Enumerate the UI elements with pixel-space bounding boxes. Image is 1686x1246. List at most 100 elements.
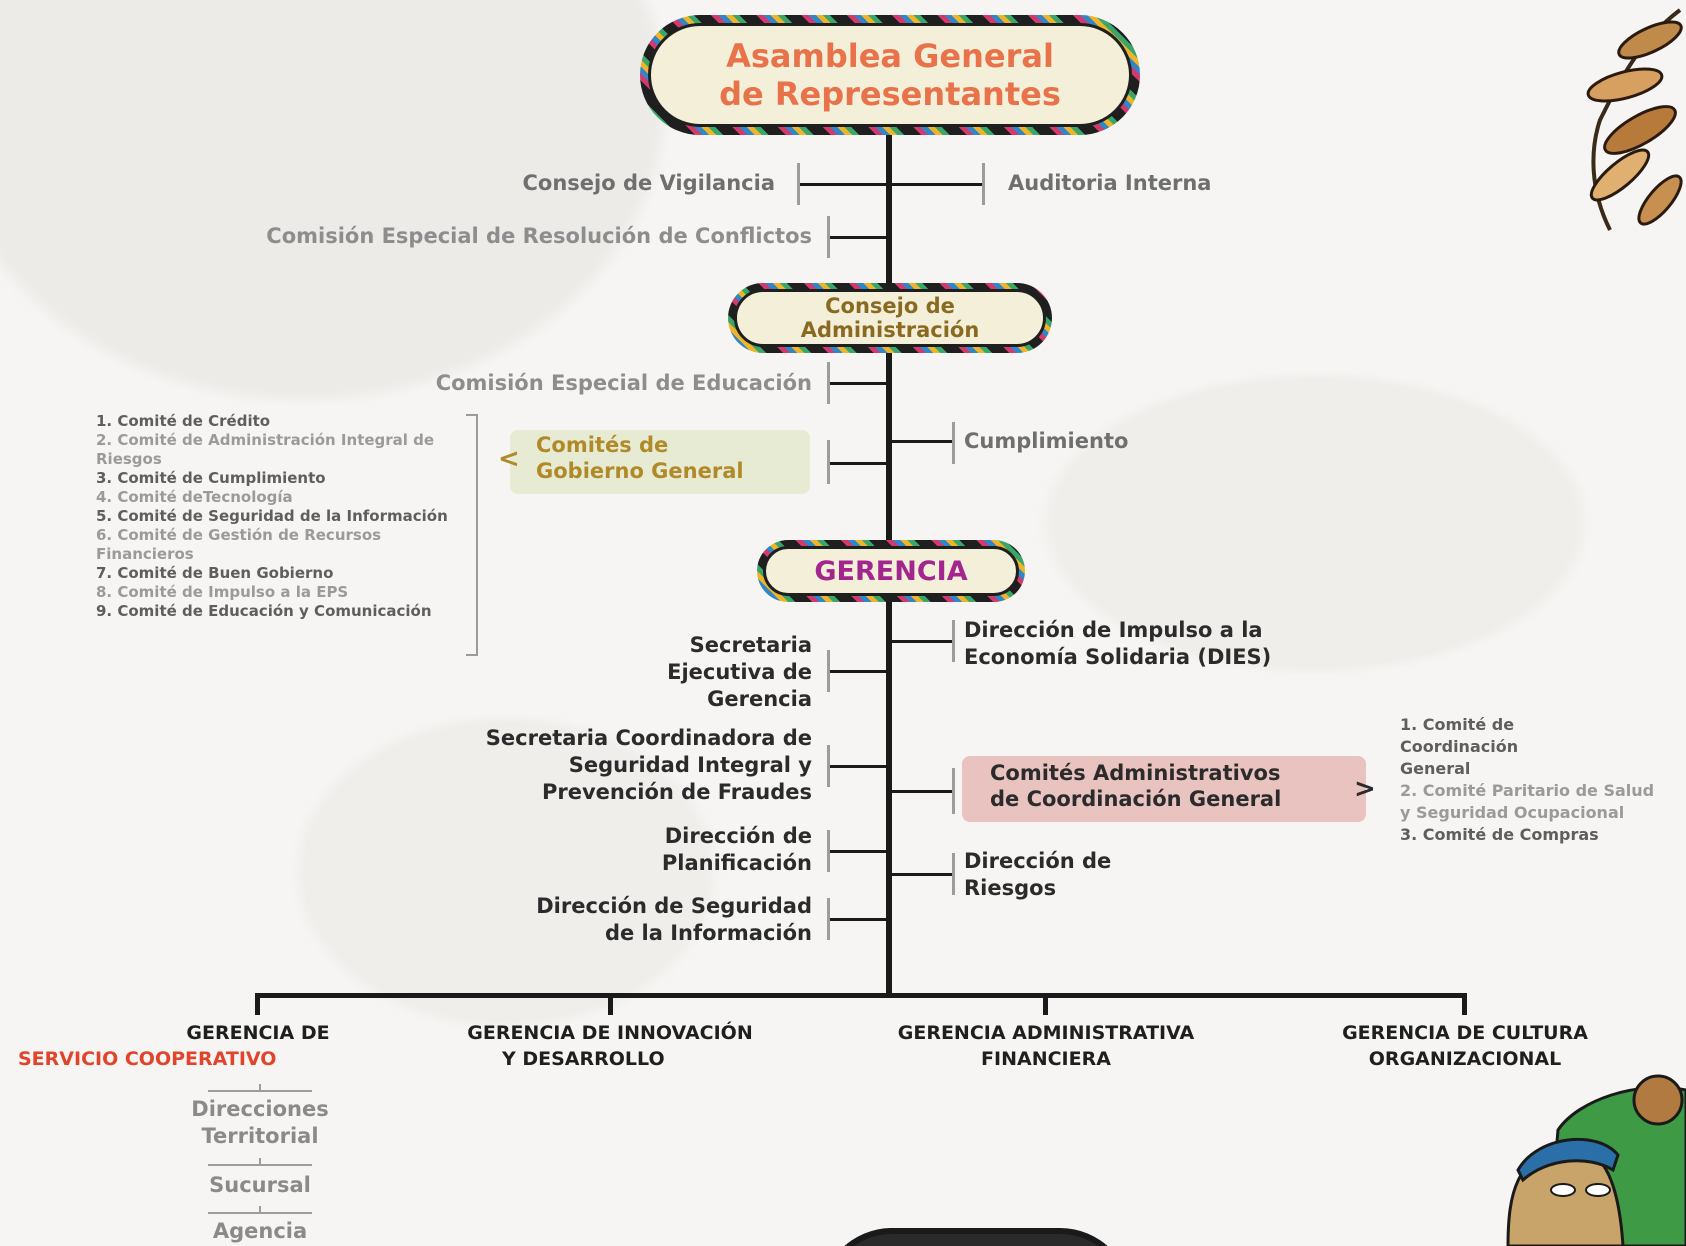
branch-seguridad-info — [830, 918, 886, 921]
seguridad-info-line1: Dirección de Seguridad — [536, 894, 812, 918]
dies-line2: Economía Solidaria (DIES) — [964, 645, 1272, 669]
asamblea-line2: de Representantes — [719, 75, 1061, 113]
sub-divider-1-tick — [259, 1084, 261, 1092]
secretaria-ejecutiva-line1: Secretaria — [689, 633, 812, 657]
gobierno-item-5: 5. Comité de Seguridad de la Información — [96, 507, 448, 525]
gobierno-list-bracket — [466, 414, 478, 656]
bottom-arc-decoration — [820, 1228, 1132, 1246]
tick-educacion — [827, 362, 830, 404]
branch-educacion — [830, 382, 886, 385]
direccion-dies-label: Dirección de Impulso a la Economía Solid… — [964, 617, 1271, 671]
comites-admin-chevron-icon: > — [1354, 774, 1376, 804]
asamblea-line1: Asamblea General — [726, 37, 1054, 75]
drop-administrativa — [1043, 993, 1048, 1015]
sub-territorial-label: Territorial — [201, 1124, 319, 1148]
tick-seguridad-info — [827, 898, 830, 940]
cumplimiento-label: Cumplimiento — [964, 429, 1129, 453]
gerencia-administrativa-line1: GERENCIA ADMINISTRATIVA — [897, 1022, 1195, 1044]
gobierno-item-4: 4. Comité deTecnología — [96, 488, 293, 506]
comites-admin-line1: Comités Administrativos — [990, 761, 1281, 785]
gobierno-list: 1. Comité de Crédito 2. Comité de Admini… — [96, 412, 456, 621]
comision-conflictos-label: Comisión Especial de Resolución de Confl… — [266, 224, 812, 248]
people-illustration — [1506, 1074, 1686, 1246]
tick-auditoria — [982, 163, 985, 205]
gerencia-servicio-cooperativo: GERENCIA DE SERVICIO COOPERATIVO — [8, 1020, 508, 1072]
gobierno-item-2: 2. Comité de Administración Integral de … — [96, 431, 435, 468]
drop-innovacion — [608, 993, 613, 1015]
admin-list: 1. Comité de Coordinación General 2. Com… — [1400, 714, 1680, 846]
comites-gobierno-box: Comités de Gobierno General — [510, 430, 810, 494]
branch-cumplimiento — [892, 440, 952, 443]
branch-auditoria — [892, 183, 982, 186]
tick-vigilancia — [797, 163, 800, 205]
drop-servicio — [255, 993, 260, 1015]
direccion-seguridad-info-label: Dirección de Seguridad de la Información — [440, 893, 812, 947]
gerencia-cultura-line2: ORGANIZACIONAL — [1368, 1048, 1562, 1070]
tick-planificacion — [827, 830, 830, 872]
tick-secretaria-coordinadora — [827, 745, 830, 787]
gerencia-administrativa-line2: FINANCIERA — [981, 1048, 1111, 1070]
secretaria-coordinadora-line3: Prevención de Fraudes — [541, 780, 812, 804]
branch-riesgos — [892, 873, 952, 876]
drop-cultura — [1462, 993, 1467, 1015]
planificacion-line2: Planificación — [661, 851, 812, 875]
consejo-administracion-node: Consejo de Administración — [728, 283, 1052, 353]
branch-comites-admin — [892, 790, 952, 793]
tick-comites-admin — [952, 768, 955, 814]
direccion-riesgos-label: Dirección de Riesgos — [964, 848, 1111, 902]
comites-admin-line2: de Coordinación General — [990, 787, 1282, 811]
secretaria-coordinadora-line1: Secretaria Coordinadora de — [485, 726, 812, 750]
secretaria-coordinadora-label: Secretaria Coordinadora de Seguridad Int… — [380, 725, 812, 806]
sub-divider-2-tick — [259, 1158, 261, 1166]
gobierno-item-6: 6. Comité de Gestión de Recursos Financi… — [96, 526, 382, 563]
admin-item-1: 1. Comité de Coordinación General — [1400, 715, 1519, 778]
branch-planificacion — [830, 850, 886, 853]
sub-direcciones-territorial: Direcciones Territorial — [150, 1096, 370, 1150]
gerencia-cultura: GERENCIA DE CULTURA ORGANIZACIONAL — [1300, 1020, 1630, 1072]
dies-line1: Dirección de Impulso a la — [964, 618, 1263, 642]
comision-educacion-label: Comisión Especial de Educación — [435, 371, 812, 395]
comites-gobierno-line2: Gobierno General — [536, 459, 744, 483]
gerencia-node: GERENCIA — [757, 540, 1025, 602]
comites-gobierno-chevron-icon: < — [498, 444, 520, 474]
gerencia-innovacion-line2: Y DESARROLLO — [502, 1048, 665, 1070]
sub-sucursal: Sucursal — [209, 1173, 311, 1197]
tick-conflictos — [827, 216, 830, 258]
admin-item-3: 3. Comité de Compras — [1400, 825, 1599, 844]
branch-conflictos — [830, 236, 886, 239]
gobierno-item-8: 8. Comité de Impulso a la EPS — [96, 583, 349, 601]
gerencias-bus-line — [255, 993, 1467, 998]
secretaria-coordinadora-line2: Seguridad Integral y — [568, 753, 812, 777]
tick-dies — [952, 620, 955, 662]
sub-direcciones-label: Direcciones — [191, 1097, 329, 1121]
gerencia-label: GERENCIA — [814, 555, 968, 587]
leaves-illustration — [1586, 8, 1683, 231]
gerencia-administrativa: GERENCIA ADMINISTRATIVA FINANCIERA — [860, 1020, 1232, 1072]
branch-vigilancia — [800, 183, 886, 186]
consejo-line1: Consejo de — [825, 294, 955, 318]
gobierno-item-9: 9. Comité de Educación y Comunicación — [96, 602, 432, 620]
gerencia-cultura-line1: GERENCIA DE CULTURA — [1342, 1022, 1588, 1044]
auditoria-interna-label: Auditoria Interna — [1008, 171, 1212, 195]
secretaria-ejecutiva-label: Secretaria Ejecutiva de Gerencia — [560, 632, 812, 713]
tick-cumplimiento — [952, 422, 955, 464]
gobierno-item-3: 3. Comité de Cumplimiento — [96, 469, 326, 487]
branch-dies — [892, 640, 952, 643]
branch-comites-gobierno — [830, 462, 886, 465]
planificacion-line1: Dirección de — [664, 824, 812, 848]
gerencia-servicio-line2: SERVICIO COOPERATIVO — [18, 1048, 277, 1070]
riesgos-line1: Dirección de — [964, 849, 1112, 873]
tick-riesgos — [952, 853, 955, 895]
gerencia-innovacion-line1: GERENCIA DE INNOVACIÓN — [467, 1022, 753, 1044]
direccion-planificacion-label: Dirección de Planificación — [560, 823, 812, 877]
comites-gobierno-line1: Comités de — [536, 433, 669, 457]
sub-divider-3-tick — [259, 1206, 261, 1214]
consejo-vigilancia-label: Consejo de Vigilancia — [522, 171, 775, 195]
comites-admin-box: Comités Administrativos de Coordinación … — [962, 756, 1366, 822]
tick-secretaria-ejecutiva — [827, 650, 830, 692]
gobierno-item-7: 7. Comité de Buen Gobierno — [96, 564, 334, 582]
consejo-line2: Administración — [800, 318, 980, 342]
gobierno-item-1: 1. Comité de Crédito — [96, 412, 271, 430]
sub-agencia: Agencia — [212, 1219, 308, 1243]
